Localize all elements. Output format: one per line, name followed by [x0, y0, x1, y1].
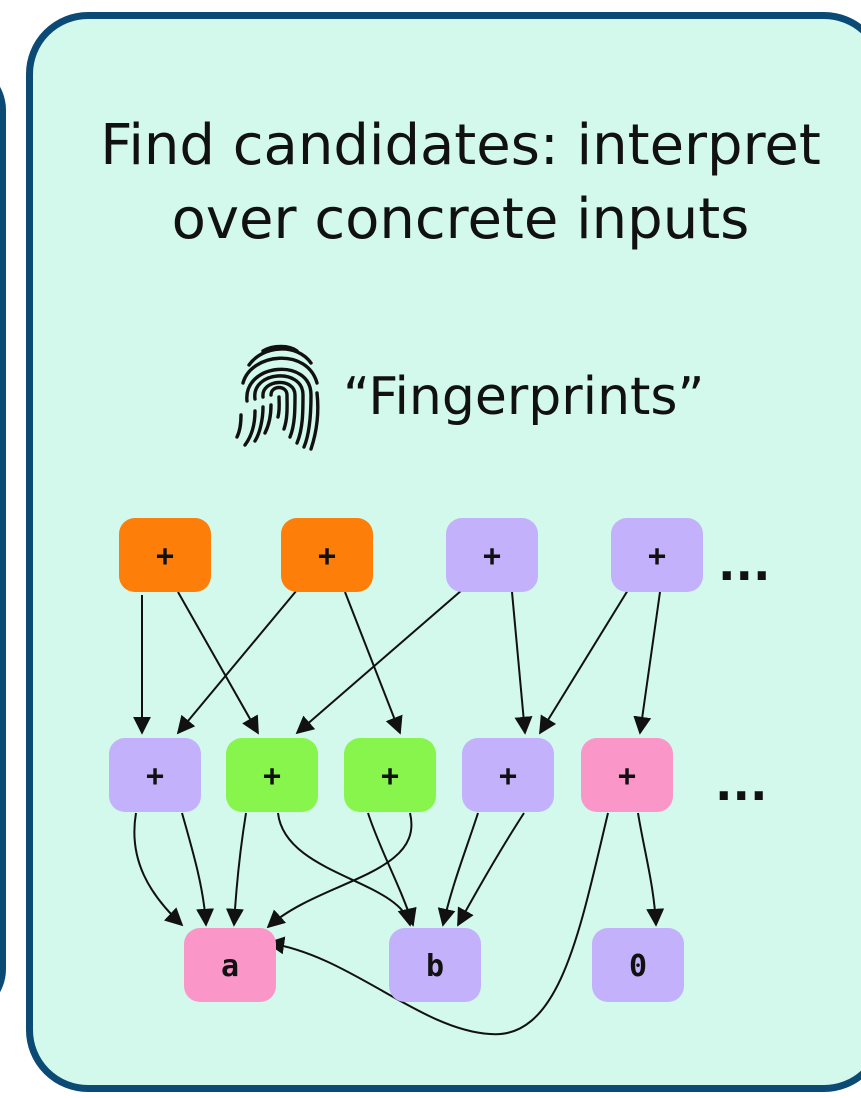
node-label-a: a — [221, 949, 239, 984]
fingerprints-label: “Fingerprints” — [343, 367, 705, 427]
node-label-zero: 0 — [629, 949, 647, 984]
node-label-b: b — [426, 949, 444, 984]
node-box-t3 — [446, 518, 538, 592]
node-label-t2: + — [318, 539, 336, 574]
node-t3: + — [446, 518, 538, 592]
node-b: b — [389, 928, 481, 1002]
node-label-m4: + — [499, 759, 517, 794]
edge-m3-to-b — [367, 812, 417, 927]
node-m3: + — [344, 738, 436, 812]
node-box-m4 — [462, 738, 554, 812]
edge-m2-to-a — [225, 812, 247, 927]
node-t2: + — [281, 518, 373, 592]
edge-m5-to-a — [266, 812, 609, 1036]
edge-m1-to-a — [181, 812, 215, 927]
node-label-t4: + — [648, 539, 666, 574]
node-t4: + — [611, 518, 703, 592]
edge-t1-to-m2 — [177, 591, 259, 735]
node-m1: + — [109, 738, 201, 812]
ellipsis-top-row: ... — [718, 537, 770, 591]
node-zero: 0 — [592, 928, 684, 1002]
edge-m4-to-b — [457, 812, 525, 927]
node-label-m3: + — [381, 759, 399, 794]
edge-t4-to-m4 — [539, 589, 629, 735]
node-box-m5 — [581, 738, 673, 812]
node-layer: + + + + + + + + + a b 0 — [109, 518, 703, 1002]
edge-m3-to-a — [266, 812, 413, 929]
fingerprint-icon — [235, 344, 320, 451]
node-box-b — [389, 928, 481, 1002]
node-m5: + — [581, 738, 673, 812]
edge-t3-to-m4 — [511, 591, 533, 735]
node-label-m2: + — [263, 759, 281, 794]
edge-m1-to-a — [133, 812, 184, 927]
edge-t2-to-m1 — [176, 589, 298, 735]
node-label-m5: + — [618, 759, 636, 794]
edge-t3-to-m2 — [295, 589, 463, 735]
node-box-m2 — [226, 738, 318, 812]
panel-title: Find candidates: interpret over concrete… — [33, 109, 861, 257]
edge-t4-to-m5 — [633, 591, 661, 735]
node-box-zero — [592, 928, 684, 1002]
edge-m5-to-zero — [637, 812, 665, 927]
node-label-t3: + — [483, 539, 501, 574]
node-a: a — [184, 928, 276, 1002]
node-box-t4 — [611, 518, 703, 592]
node-label-m1: + — [146, 759, 164, 794]
edge-t2-to-m3 — [344, 591, 403, 735]
node-box-m3 — [344, 738, 436, 812]
node-box-m1 — [109, 738, 201, 812]
edge-m4-to-b — [437, 812, 479, 927]
node-label-t1: + — [156, 539, 174, 574]
node-t1: + — [119, 518, 211, 592]
panel-title-line1: Find candidates: interpret — [100, 113, 821, 178]
node-box-t1 — [119, 518, 211, 592]
fingerprints-row: “Fingerprints” — [233, 337, 704, 457]
node-m2: + — [226, 738, 318, 812]
node-box-a — [184, 928, 276, 1002]
edge-layer — [133, 589, 665, 1036]
node-box-t2 — [281, 518, 373, 592]
panel-title-line2: over concrete inputs — [171, 187, 750, 252]
node-m4: + — [462, 738, 554, 812]
ellipsis-mid-row: ... — [715, 757, 767, 811]
